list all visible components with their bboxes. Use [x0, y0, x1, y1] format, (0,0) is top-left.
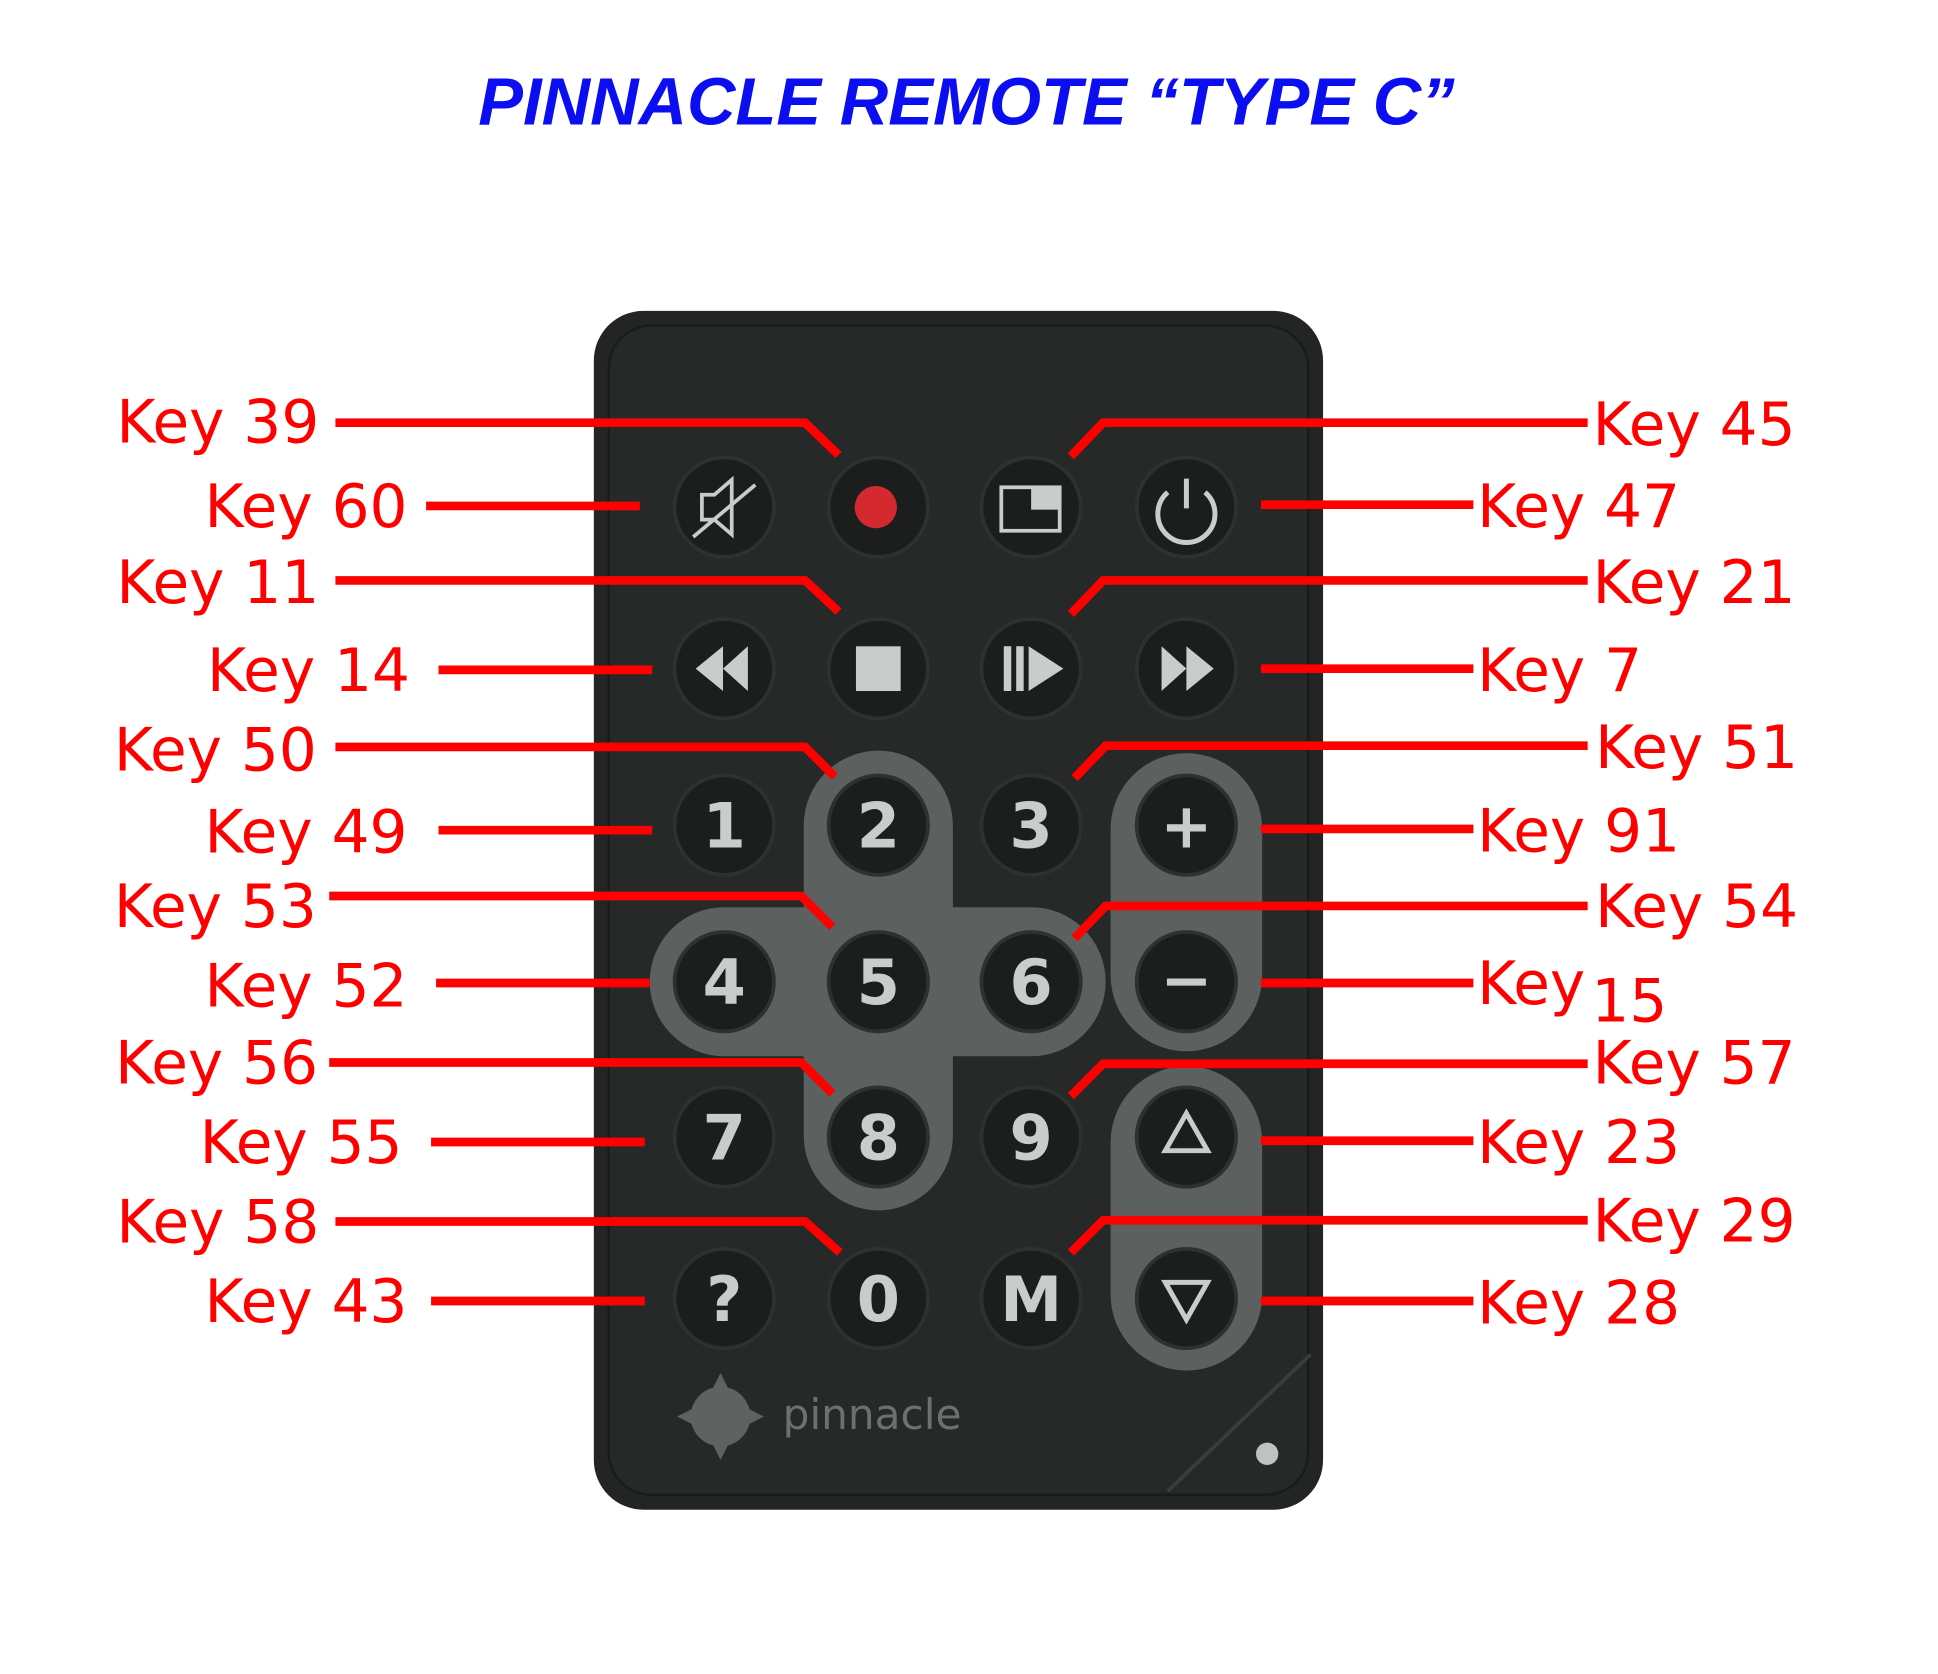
- rewind-button[interactable]: [672, 617, 776, 721]
- key-2-button[interactable]: 2: [826, 773, 930, 877]
- label-key-47: Key 47: [1477, 473, 1680, 542]
- svg-text:6: 6: [1010, 946, 1053, 1019]
- label-key-15-number: 15: [1591, 967, 1667, 1036]
- label-key-56: Key 56: [115, 1030, 318, 1099]
- svg-text:5: 5: [857, 946, 900, 1019]
- key-5-button[interactable]: 5: [826, 930, 930, 1034]
- label-key-45: Key 45: [1593, 391, 1796, 460]
- label-key-54: Key 54: [1595, 873, 1798, 942]
- label-key-60: Key 60: [205, 473, 408, 542]
- label-key-50: Key 50: [114, 717, 317, 786]
- label-key-91: Key 91: [1477, 797, 1680, 866]
- label-key-14: Key 14: [207, 637, 410, 706]
- svg-text:8: 8: [857, 1101, 900, 1174]
- label-key-11: Key 11: [116, 549, 319, 618]
- volume-down-button[interactable]: −: [1134, 930, 1238, 1034]
- pip-button[interactable]: [979, 455, 1083, 559]
- label-key-55: Key 55: [200, 1109, 403, 1178]
- key-3-button[interactable]: 3: [979, 773, 1083, 877]
- label-key-52: Key 52: [205, 953, 408, 1022]
- right-labels: Key 45 Key 47 Key 21 Key 7 Key 51 Key 91…: [1477, 391, 1798, 1338]
- svg-text:7: 7: [703, 1101, 746, 1174]
- label-key-29: Key 29: [1593, 1187, 1796, 1256]
- label-key-39: Key 39: [116, 389, 319, 458]
- record-icon: [854, 486, 897, 529]
- channel-down-button[interactable]: [1134, 1246, 1238, 1351]
- rewind-icon: [695, 646, 748, 692]
- label-key-53: Key 53: [114, 873, 317, 942]
- fast-forward-button[interactable]: [1134, 617, 1238, 721]
- pip-icon: [999, 485, 1062, 533]
- label-key-49: Key 49: [205, 799, 408, 868]
- svg-text:M: M: [1000, 1263, 1062, 1336]
- svg-text:2: 2: [857, 790, 900, 863]
- triangle-up-icon: [1161, 1108, 1212, 1154]
- mute-button[interactable]: [672, 455, 776, 559]
- svg-text:−: −: [1160, 944, 1212, 1017]
- svg-text:4: 4: [703, 946, 746, 1019]
- brand-logo-text: pinnacle: [783, 1390, 962, 1439]
- stop-button[interactable]: [826, 617, 930, 721]
- label-key-58: Key 58: [116, 1189, 319, 1258]
- label-key-28: Key 28: [1477, 1269, 1680, 1338]
- label-key-57: Key 57: [1593, 1030, 1796, 1099]
- key-4-button[interactable]: 4: [672, 930, 776, 1034]
- key-9-button[interactable]: 9: [979, 1085, 1083, 1189]
- mute-icon: [692, 475, 757, 539]
- power-button[interactable]: [1134, 455, 1238, 559]
- key-6-button[interactable]: 6: [979, 930, 1083, 1034]
- page-title: PINNACLE REMOTE “TYPE C”: [478, 65, 1455, 140]
- play-pause-button[interactable]: [979, 617, 1083, 721]
- fast-forward-icon: [1161, 646, 1214, 692]
- pinnacle-logo-icon: [677, 1373, 765, 1461]
- left-labels: Key 39 Key 60 Key 11 Key 14 Key 50 Key 4…: [114, 389, 410, 1338]
- stop-icon: [855, 646, 901, 692]
- label-key-23: Key 23: [1477, 1109, 1680, 1178]
- triangle-down-icon: [1161, 1279, 1212, 1325]
- svg-text:1: 1: [703, 790, 746, 863]
- label-key-7: Key 7: [1477, 637, 1642, 706]
- led-indicator: [1255, 1442, 1279, 1465]
- svg-text:+: +: [1160, 790, 1212, 863]
- key-0-button[interactable]: 0: [826, 1246, 930, 1351]
- play-pause-icon: [1003, 646, 1064, 692]
- label-key-21: Key 21: [1593, 549, 1796, 618]
- key-1-button[interactable]: 1: [672, 773, 776, 877]
- callout-lines: [329, 418, 1588, 1306]
- label-key-15-word: Key: [1477, 950, 1585, 1019]
- svg-text:?: ?: [706, 1263, 742, 1336]
- key-7-button[interactable]: 7: [672, 1085, 776, 1189]
- record-button[interactable]: [826, 455, 930, 559]
- label-key-43: Key 43: [205, 1268, 408, 1337]
- volume-up-button[interactable]: +: [1134, 773, 1238, 877]
- svg-text:0: 0: [857, 1263, 900, 1336]
- help-button[interactable]: ?: [672, 1246, 776, 1351]
- key-8-button[interactable]: 8: [826, 1085, 930, 1189]
- menu-button[interactable]: M: [979, 1246, 1083, 1351]
- svg-text:9: 9: [1010, 1101, 1053, 1174]
- power-icon: [1155, 478, 1218, 545]
- svg-text:3: 3: [1010, 790, 1053, 863]
- label-key-51: Key 51: [1595, 714, 1798, 783]
- channel-up-button[interactable]: [1134, 1085, 1238, 1189]
